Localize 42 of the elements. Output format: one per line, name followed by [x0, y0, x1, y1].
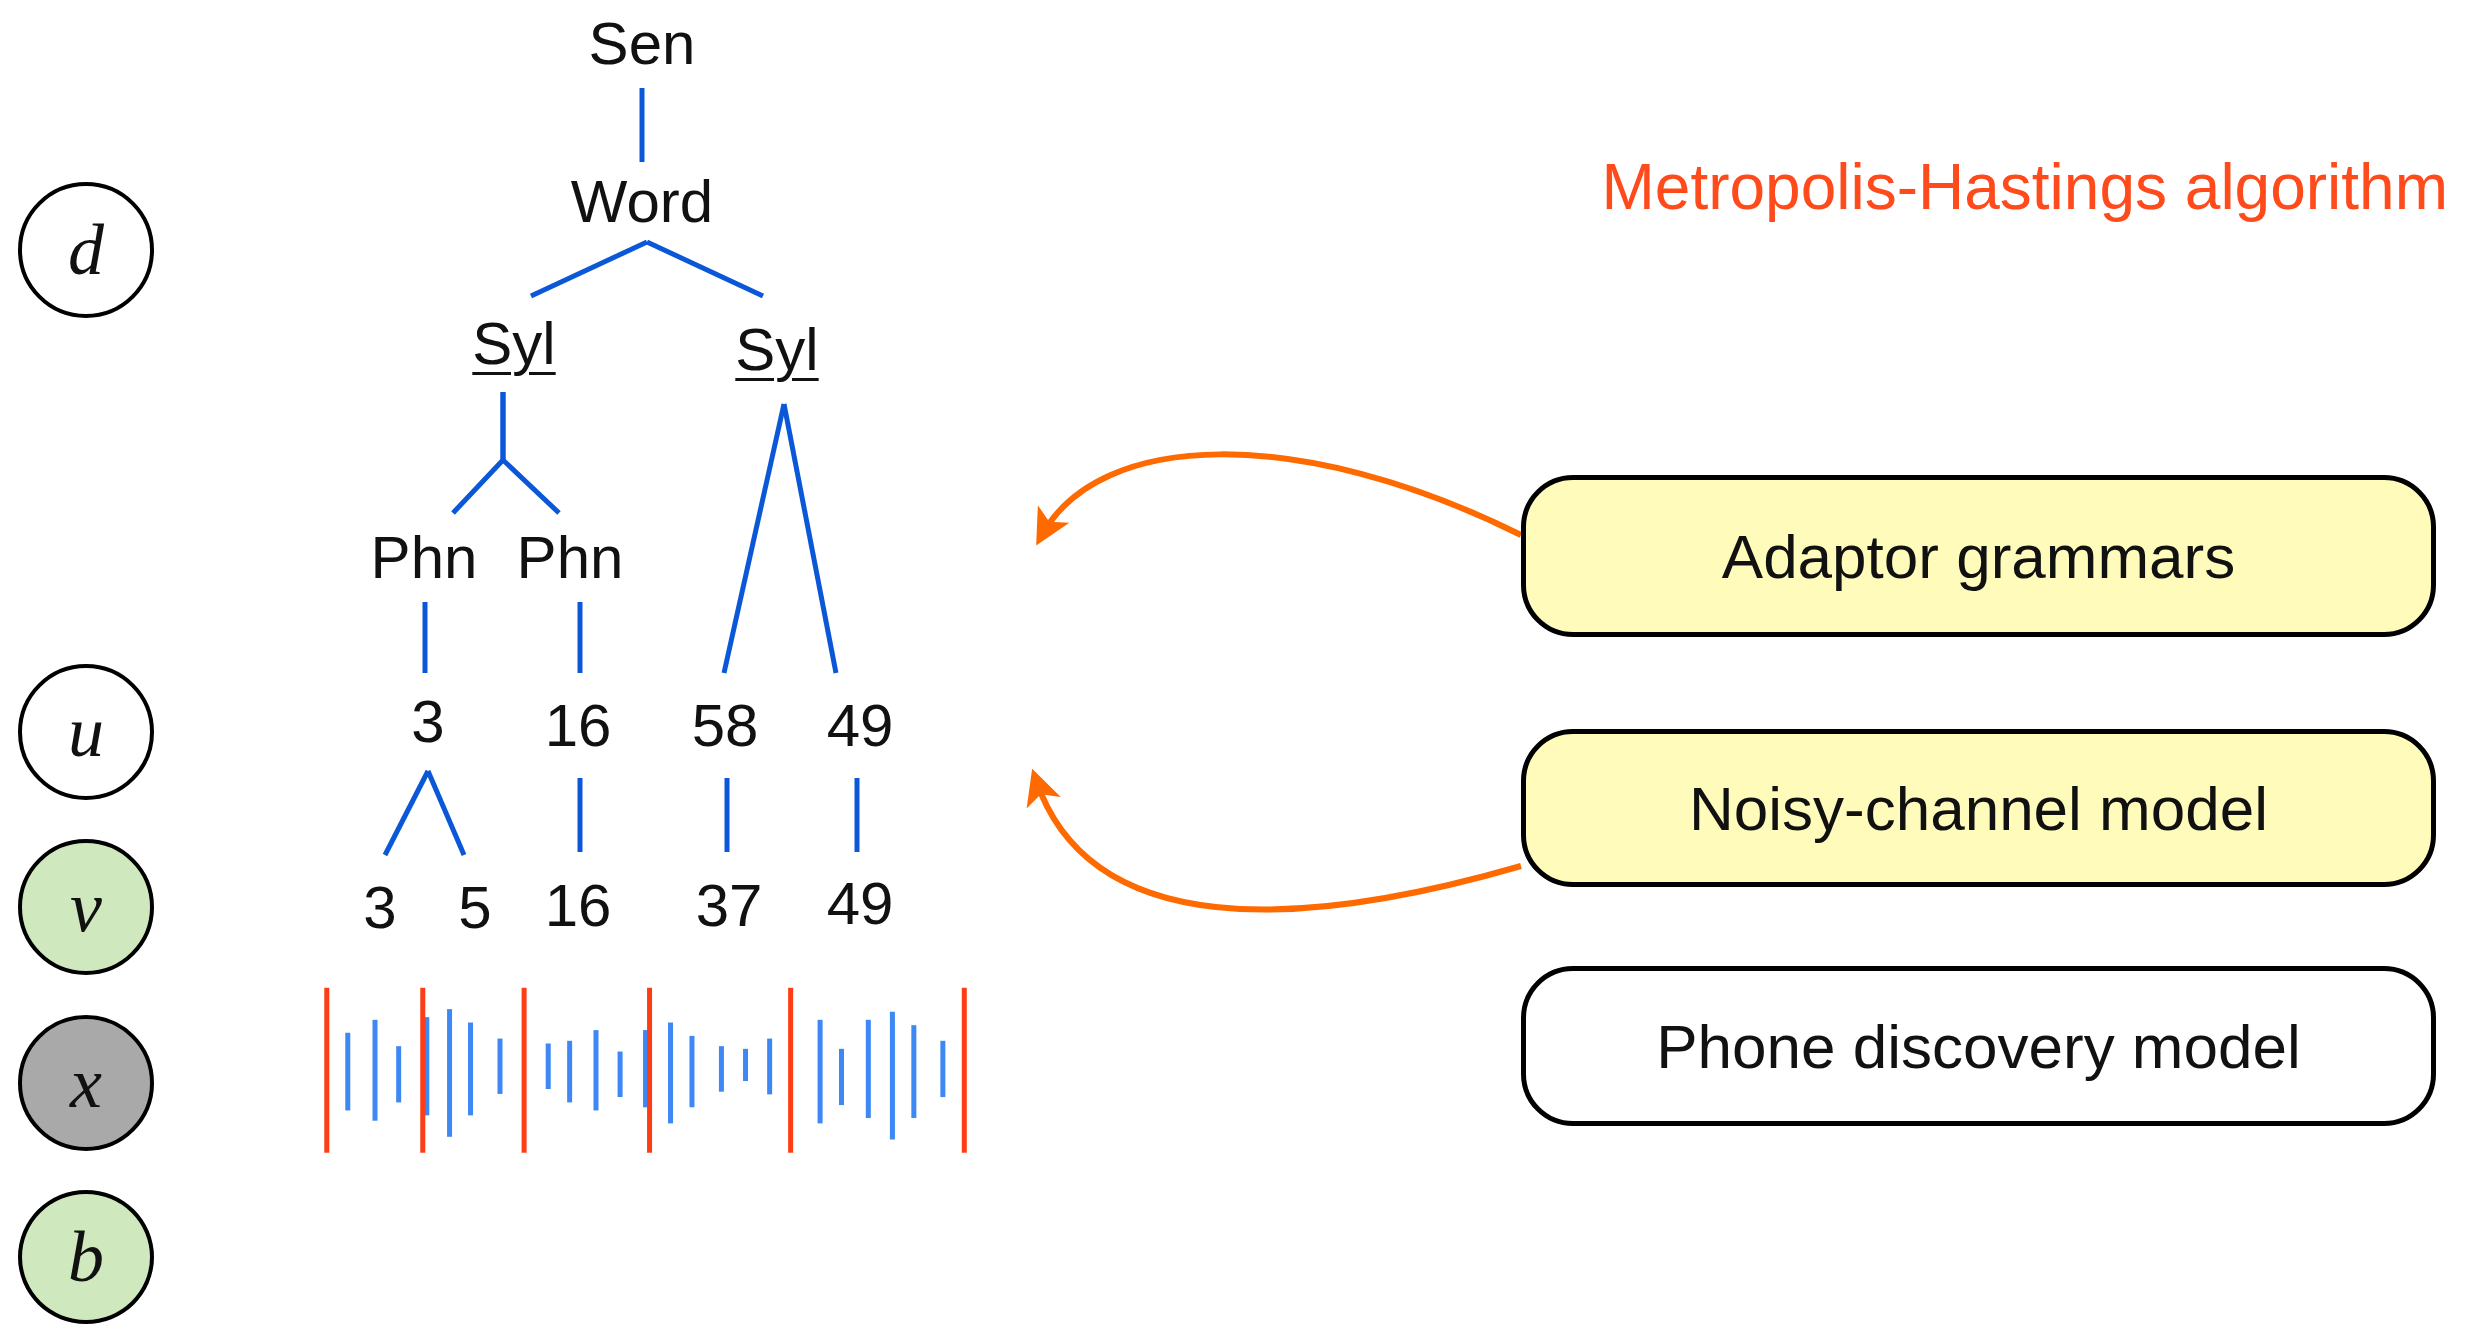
variable-label: v [70, 871, 102, 943]
tree-branch-line [422, 602, 428, 673]
model-label: Noisy-channel model [1689, 772, 2268, 844]
tree-label: 16 [538, 673, 618, 778]
tree-branch-line [425, 770, 467, 856]
tree-branch-line [721, 403, 787, 674]
variable-label: d [68, 214, 104, 286]
tree-branch-line [724, 778, 730, 852]
model-label: Adaptor grammars [1721, 520, 2236, 592]
model-box [1521, 966, 2436, 1126]
tree-label: Syl [454, 296, 574, 392]
curved-arrow [1029, 769, 1522, 913]
variable-label: u [68, 696, 104, 768]
model-box [1521, 729, 2436, 887]
tree-label: 3 [398, 673, 458, 771]
model-label: Phone discovery model [1656, 1010, 2301, 1082]
tree-label: 3 [352, 855, 408, 960]
tree-label: 5 [447, 855, 503, 960]
tree-branch-line [382, 769, 431, 857]
model-box [1521, 475, 2436, 637]
tree-label: Word [567, 162, 717, 242]
tree-label: 49 [816, 673, 904, 778]
tree-branch-line [781, 403, 839, 674]
algorithm-heading: Metropolis-Hastings algorithm [1601, 150, 2448, 224]
tree-label: 49 [817, 852, 903, 956]
tree-label: Syl [717, 296, 837, 404]
variable-label: b [68, 1221, 104, 1293]
tree-branch-line [500, 392, 561, 515]
tree-label: 58 [685, 673, 765, 778]
curved-arrow [1035, 451, 1523, 545]
tree-branch-line [529, 239, 649, 299]
tree-branch-line [645, 239, 765, 299]
tree-branch-line [577, 778, 583, 852]
tree-label: Sen [587, 0, 697, 88]
variable-label: x [70, 1047, 102, 1119]
tree-label: 37 [689, 852, 769, 960]
tree-branch-line [577, 602, 583, 673]
tree-branch-line [639, 88, 645, 162]
tree-branch-line [854, 778, 860, 852]
tree-label: Phn [515, 513, 625, 602]
tree-label: Phn [369, 513, 479, 602]
tree-label: 16 [538, 852, 618, 960]
